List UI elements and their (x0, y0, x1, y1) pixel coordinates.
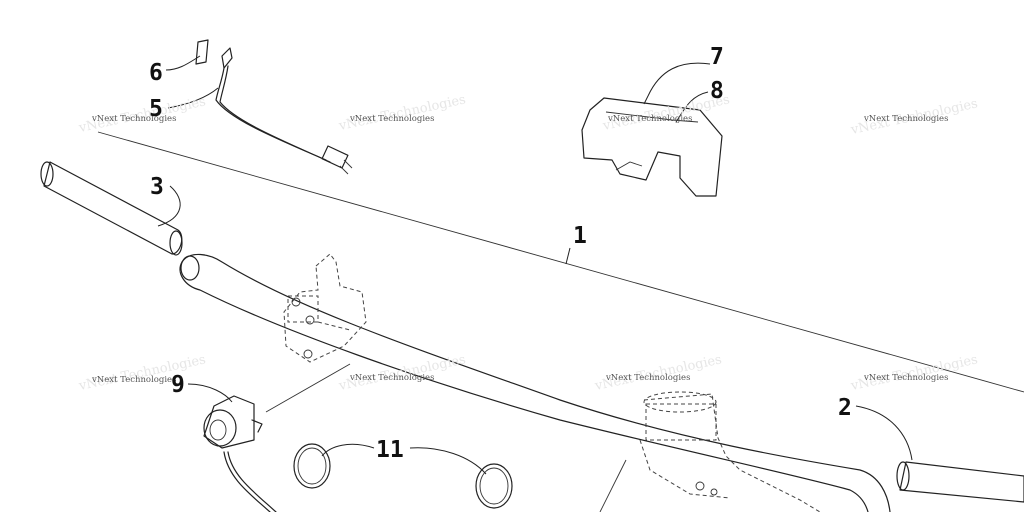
switch-housing (203, 395, 277, 512)
grip-left (40, 161, 183, 256)
callout-3: 3 (150, 174, 164, 200)
brake-master-cylinder (639, 391, 821, 512)
background-watermarks: vNext Technologies vNext Technologies vN… (77, 92, 979, 394)
callout-6: 6 (149, 60, 163, 86)
watermark-text: vNext Technologies (607, 114, 692, 124)
handlebar (179, 253, 891, 512)
watermark-ghost: vNext Technologies (77, 352, 207, 394)
handlebar-pad (581, 97, 723, 197)
watermark-text: vNext Technologies (349, 114, 434, 124)
heater-wire (195, 39, 353, 175)
grip-right (896, 461, 1024, 503)
watermark-text: vNext Technologies (349, 373, 434, 383)
callout-8: 8 (710, 78, 724, 104)
watermark-text: vNext Technologies (605, 373, 690, 383)
watermark-text: vNext Technologies (91, 114, 176, 124)
callout-1: 1 (573, 223, 587, 249)
watermark-text: vNext Technologies (863, 114, 948, 124)
assembly-reference-lines (97, 131, 1024, 512)
callout-9: 9 (171, 372, 185, 398)
callout-5: 5 (149, 96, 163, 122)
callout-labels: 1 2 3 5 6 7 8 9 11 (149, 44, 852, 463)
watermarks: vNext Technologies vNext Technologies vN… (91, 114, 948, 385)
mount-block (283, 253, 367, 363)
hose-clamps (293, 443, 513, 509)
callout-11: 11 (376, 437, 404, 463)
watermark-text: vNext Technologies (91, 375, 176, 385)
watermark-text: vNext Technologies (863, 373, 948, 383)
callout-7: 7 (710, 44, 724, 70)
callout-2: 2 (838, 395, 852, 421)
leader-lines (157, 55, 913, 475)
